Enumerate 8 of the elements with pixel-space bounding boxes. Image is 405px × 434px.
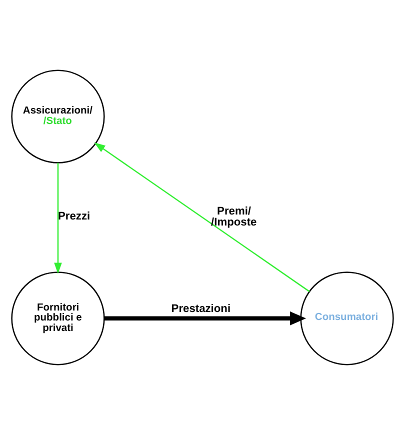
edge-label: Premi/ /Imposte — [211, 204, 257, 228]
arrow — [104, 310, 306, 325]
edge-label: Prestazioni — [171, 302, 231, 314]
node-circle: Consumatori — [300, 271, 394, 365]
arrow — [54, 162, 62, 274]
edge-label: Prezzi — [58, 210, 90, 222]
arrow — [94, 142, 310, 292]
node-circle: Fornitori pubblici e privati — [11, 271, 105, 365]
